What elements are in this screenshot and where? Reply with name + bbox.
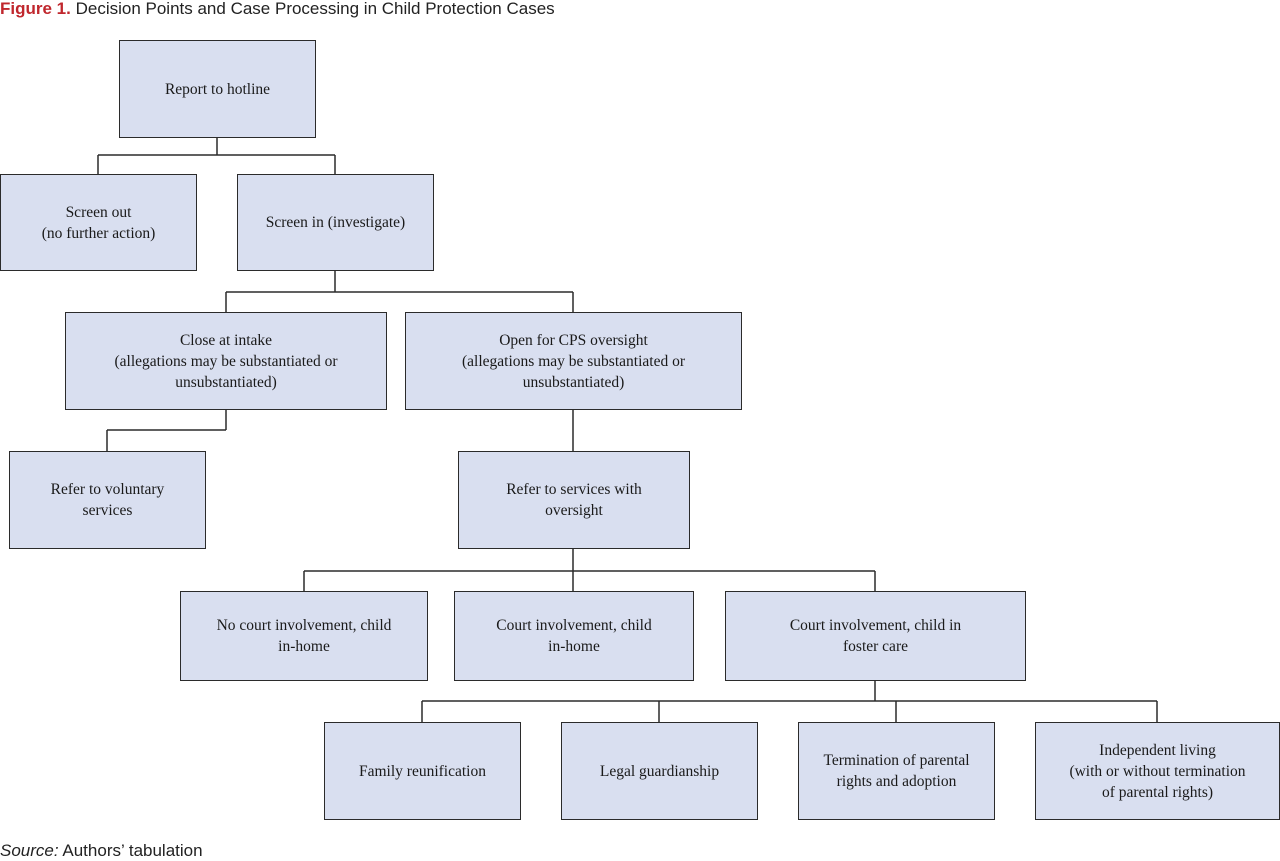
- box-text-line: Family reunification: [359, 762, 486, 780]
- box-no-court-involvement: No court involvement, child in-home: [180, 591, 428, 681]
- figure-title-text: Decision Points and Case Processing in C…: [75, 0, 555, 18]
- box-screen-in: Screen in (investigate): [237, 174, 434, 271]
- source-text: Authors’ tabulation: [62, 841, 203, 860]
- box-text-line: Open for CPS oversight: [499, 331, 648, 349]
- box-text-line: Screen in (investigate): [265, 214, 406, 231]
- source-note: Source: Authors’ tabulation: [0, 841, 203, 861]
- box-text-line: Close at intake: [179, 331, 273, 349]
- box-text-line: Court involvement, child: [496, 617, 652, 634]
- box-text-line: foster care: [843, 638, 908, 655]
- box-text-line: (no further action): [41, 224, 156, 242]
- box-text-line: of parental rights): [1101, 783, 1214, 801]
- box-text-line: Screen out: [65, 203, 132, 221]
- box-court-involvement-in-home: Court involvement, child in-home: [454, 591, 694, 681]
- box-report-to-hotline: Report to hotline: [119, 40, 316, 138]
- box-text-line: Independent living: [1099, 741, 1216, 759]
- figure-label: Figure 1.: [0, 0, 71, 18]
- box-open-for-cps-oversight: Open for CPS oversight (allegations may …: [405, 312, 742, 410]
- box-text-line: Legal guardianship: [599, 762, 720, 780]
- box-text-line: in-home: [278, 638, 330, 655]
- box-text-line: Refer to voluntary: [50, 481, 165, 498]
- box-text-line: unsubstantiated): [522, 373, 625, 391]
- box-text-line: Report to hotline: [164, 80, 271, 98]
- box-text-line: rights and adoption: [836, 773, 957, 790]
- box-screen-out: Screen out (no further action): [0, 174, 197, 271]
- box-text-line: (allegations may be substantiated or: [462, 352, 685, 370]
- box-text-line: No court involvement, child: [216, 617, 392, 634]
- box-text-line: (with or without termination: [1069, 762, 1246, 780]
- box-text-line: Court involvement, child in: [789, 617, 962, 634]
- source-label: Source:: [0, 841, 59, 860]
- box-refer-to-services-with-oversight: Refer to services with oversight: [458, 451, 690, 549]
- box-termination-of-parental-rights: Termination of parental rights and adopt…: [798, 722, 995, 820]
- box-text-line: services: [82, 502, 133, 519]
- box-family-reunification: Family reunification: [324, 722, 521, 820]
- box-court-involvement-foster-care: Court involvement, child in foster care: [725, 591, 1026, 681]
- box-legal-guardianship: Legal guardianship: [561, 722, 758, 820]
- box-text-line: oversight: [545, 502, 603, 519]
- figure-title: Figure 1. Decision Points and Case Proce…: [0, 0, 555, 20]
- box-refer-to-voluntary-services: Refer to voluntary services: [9, 451, 206, 549]
- box-text-line: Termination of parental: [823, 752, 970, 769]
- box-text-line: in-home: [548, 638, 600, 655]
- box-text-line: unsubstantiated): [175, 373, 277, 391]
- box-independent-living: Independent living (with or without term…: [1035, 722, 1280, 820]
- box-close-at-intake: Close at intake (allegations may be subs…: [65, 312, 387, 410]
- box-text-line: (allegations may be substantiated or: [114, 352, 338, 370]
- box-text-line: Refer to services with: [506, 481, 642, 498]
